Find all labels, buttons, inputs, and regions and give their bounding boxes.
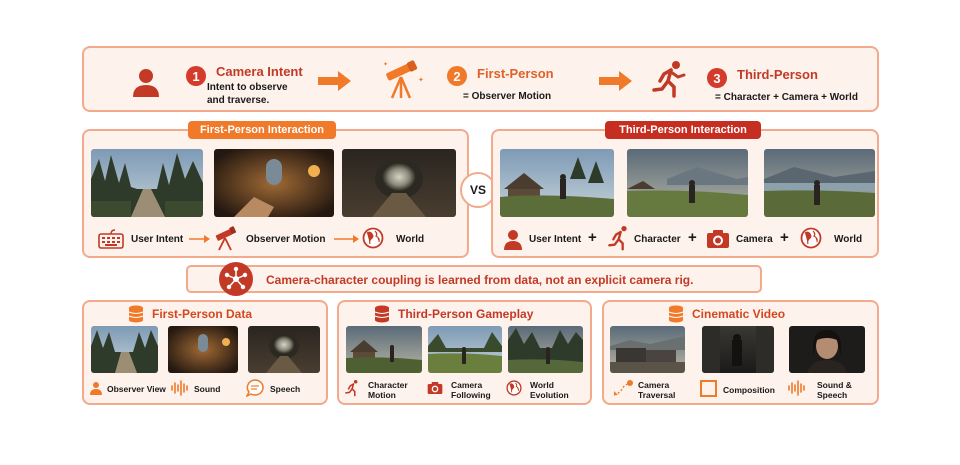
fp-data-observer-view-label: Observer View — [107, 384, 166, 394]
fp-data-corridor-thumbnail — [168, 326, 238, 373]
arrow-right-icon — [334, 235, 359, 243]
cinematic-video-title: Cinematic Video — [692, 307, 786, 321]
running-person-icon — [608, 226, 627, 251]
fp-flow-world-label: World — [396, 234, 425, 245]
fp-flow-observer-motion-label: Observer Motion — [246, 234, 326, 245]
tp-flow-camera-label: Camera — [736, 234, 773, 245]
fp-data-cave-thumbnail — [248, 326, 320, 373]
tp-gameplay-village-thumbnail — [346, 326, 422, 373]
user-icon — [504, 230, 522, 250]
first-person-forest-path-thumbnail — [91, 149, 203, 217]
first-person-torch-corridor-thumbnail — [214, 149, 334, 217]
database-icon — [128, 305, 144, 323]
plus-sign: + — [780, 229, 789, 246]
step-1-subtitle-line2: and traverse. — [207, 95, 270, 106]
keyboard-icon — [98, 229, 124, 249]
coupling-banner: Camera-character coupling is learned fro… — [186, 262, 762, 296]
cinematic-train-thumbnail — [610, 326, 685, 373]
person-icon — [90, 382, 102, 395]
telescope-icon: ✦ ✦ — [383, 60, 424, 99]
tp-gameplay-camera-following-line2: Following — [451, 390, 491, 400]
first-person-cave-exit-thumbnail — [342, 149, 456, 217]
tp-flow-user-intent-label: User Intent — [529, 234, 582, 245]
step-2-title: First-Person — [477, 66, 554, 81]
user-icon — [133, 69, 159, 97]
fp-data-sound-label: Sound — [194, 384, 221, 394]
arrow-right-icon — [599, 71, 632, 91]
tp-gameplay-character-motion-line2: Motion — [368, 390, 396, 400]
third-person-gameplay-title: Third-Person Gameplay — [398, 307, 534, 321]
fp-flow-user-intent-label: User Intent — [131, 234, 184, 245]
cinematic-sound-speech-line2: Speech — [817, 390, 848, 400]
camera-icon — [707, 230, 729, 248]
step-3-badge: 3 — [707, 68, 727, 88]
cinematic-composition-label: Composition — [723, 385, 775, 395]
third-person-interaction-tag: Third-Person Interaction — [605, 121, 761, 139]
cinematic-portrait-thumbnail — [789, 326, 865, 373]
speech-bubble-icon — [246, 379, 264, 397]
globe-icon — [506, 380, 522, 396]
database-icon — [374, 305, 390, 323]
fp-data-forest-thumbnail — [91, 326, 158, 373]
arrow-right-icon — [318, 71, 351, 91]
database-icon — [668, 305, 684, 323]
fp-data-speech-label: Speech — [270, 384, 301, 394]
camera-icon — [427, 382, 443, 394]
cinematic-camera-traversal-line1: Camera — [638, 380, 670, 390]
cinematic-sound-speech-line1: Sound & — [817, 380, 852, 390]
globe-icon — [800, 227, 822, 249]
network-hub-icon — [219, 262, 253, 296]
composition-frame-icon — [700, 380, 717, 397]
step-1-badge: 1 — [186, 66, 206, 86]
cinematic-camera-traversal-line2: Traversal — [638, 390, 676, 400]
first-person-data-title: First-Person Data — [152, 307, 253, 321]
plus-sign: + — [588, 229, 597, 246]
first-person-interaction-tag: First-Person Interaction — [188, 121, 336, 139]
step-3-title: Third-Person — [737, 67, 818, 82]
running-person-icon — [345, 380, 358, 397]
tp-gameplay-field-thumbnail — [428, 326, 502, 373]
tp-gameplay-world-evolution-line1: World — [530, 380, 554, 390]
tp-flow-character-label: Character — [634, 234, 681, 245]
third-person-village-thumbnail — [500, 149, 614, 217]
plus-sign: + — [688, 229, 697, 246]
sound-wave-icon — [788, 380, 805, 396]
camera-traversal-icon — [613, 380, 633, 396]
svg-text:✦: ✦ — [418, 76, 424, 84]
tp-gameplay-world-evolution-line2: Evolution — [530, 390, 569, 400]
svg-text:✦: ✦ — [383, 61, 388, 68]
step-2-subtitle: = Observer Motion — [463, 91, 552, 102]
running-person-icon — [652, 61, 686, 98]
step-1-title: Camera Intent — [216, 64, 303, 79]
sound-wave-icon — [171, 380, 188, 396]
tp-flow-world-label: World — [834, 234, 863, 245]
tp-gameplay-forest-thumbnail — [508, 326, 583, 373]
tp-gameplay-character-motion-line1: Character — [368, 380, 408, 390]
tp-gameplay-camera-following-line1: Camera — [451, 380, 483, 390]
globe-icon — [362, 227, 384, 249]
overview-panel — [82, 46, 879, 112]
telescope-icon — [215, 226, 237, 251]
arrow-right-icon — [189, 235, 210, 243]
third-person-cliff-thumbnail — [627, 149, 748, 217]
coupling-banner-text: Camera-character coupling is learned fro… — [266, 273, 694, 287]
step-3-subtitle: = Character + Camera + World — [715, 92, 858, 103]
third-person-lake-thumbnail — [764, 149, 875, 217]
cinematic-alley-thumbnail — [702, 326, 774, 373]
step-2-badge: 2 — [447, 66, 467, 86]
step-1-subtitle-line1: Intent to observe — [207, 82, 288, 93]
